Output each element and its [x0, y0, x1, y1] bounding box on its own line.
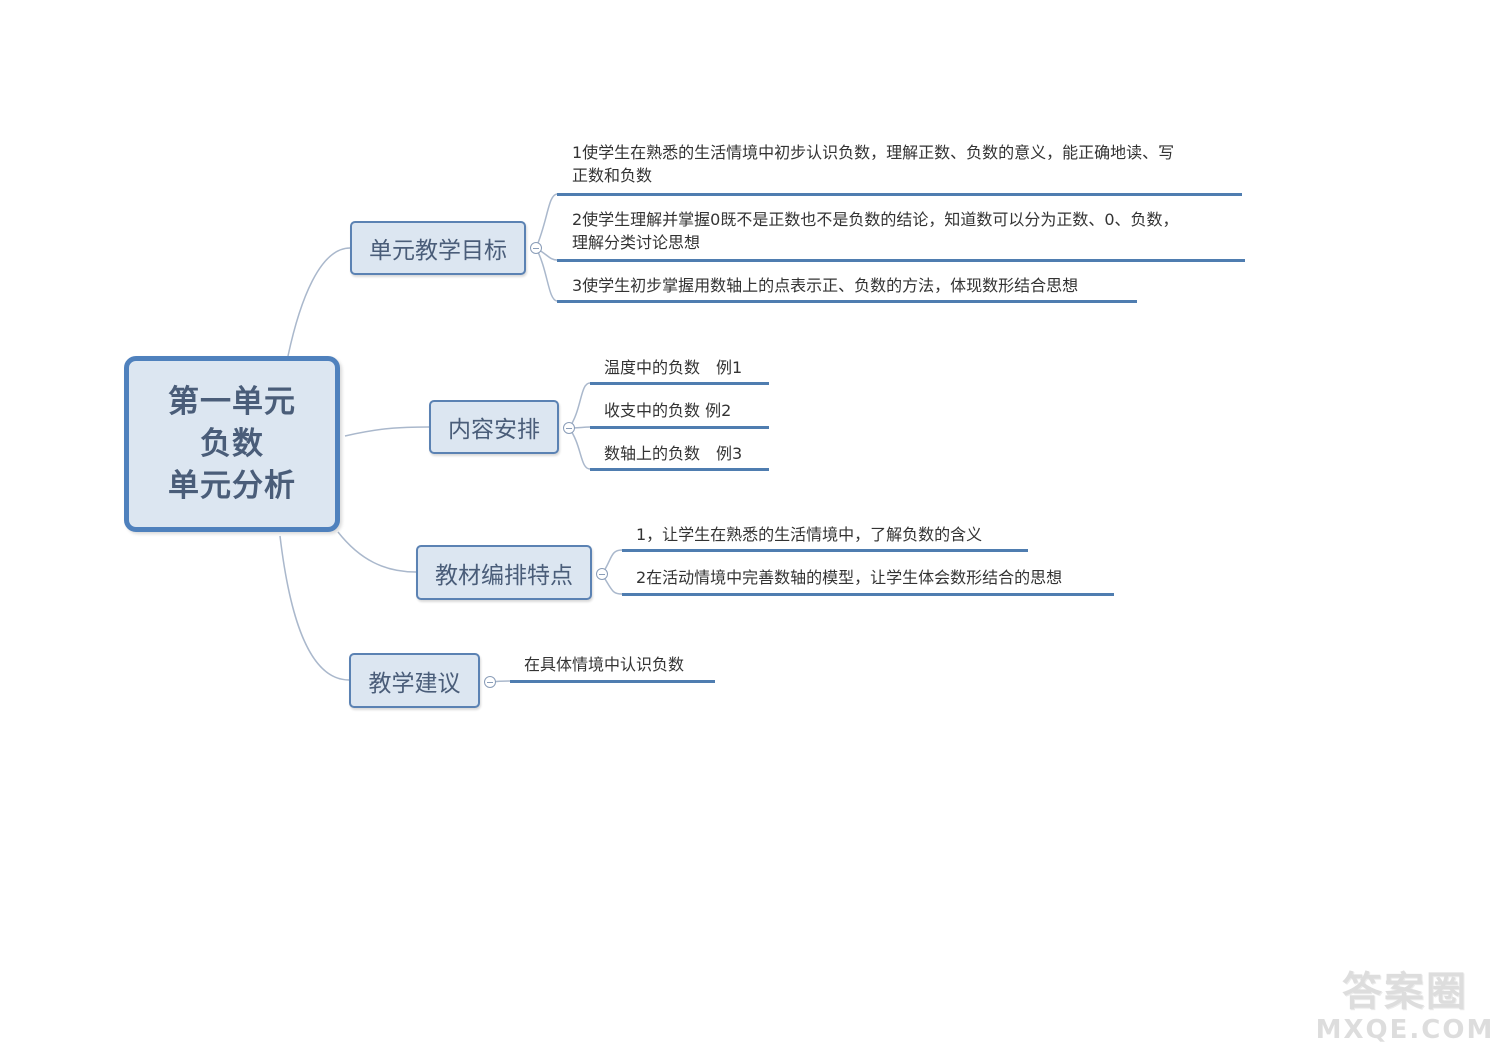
collapse-toggle-teaching-goals[interactable] [530, 242, 542, 254]
collapse-toggle-content-arrangement[interactable] [563, 422, 575, 434]
root-title-line-3: 单元分析 [168, 468, 296, 504]
watermark-top-text: 答案圈 [1342, 969, 1468, 1015]
content-item-3-underline [590, 468, 769, 471]
collapse-toggle-textbook-features[interactable] [596, 568, 608, 580]
feature-2-underline [622, 593, 1114, 596]
content-item-1-underline [590, 382, 769, 385]
goal-1-text-line-2: 正数和负数 [572, 166, 653, 185]
suggestion-1-text: 在具体情境中认识负数 [524, 655, 685, 674]
content-item-1-text: 温度中的负数 例1 [604, 358, 743, 377]
root-topic[interactable]: 第一单元 负数 单元分析 [124, 356, 340, 532]
connector-content-to-item-1 [568, 382, 591, 429]
connector-root-to-teaching-suggestions [279, 535, 350, 681]
root-title-line-2: 负数 [200, 426, 264, 462]
goal-2-text-line-2: 理解分类讨论思想 [572, 233, 701, 252]
branch-teaching-suggestions[interactable]: 教学建议 [349, 653, 480, 708]
goal-1-underline [557, 193, 1242, 196]
watermark-bottom-text: MXQE.COM [1315, 1015, 1495, 1045]
suggestion-1-underline [510, 680, 715, 683]
branch-teaching-goals[interactable]: 单元教学目标 [350, 221, 526, 275]
goal-3-underline [557, 300, 1137, 303]
content-item-3-text: 数轴上的负数 例3 [604, 444, 743, 463]
feature-1-underline [622, 549, 1028, 552]
connector-content-to-item-3 [568, 427, 591, 470]
connector-root-to-textbook-features [337, 531, 417, 573]
goal-3-text: 3使学生初步掌握用数轴上的点表示正、负数的方法，体现数形结合思想 [572, 276, 1079, 295]
feature-1-text: 1，让学生在熟悉的生活情境中，了解负数的含义 [636, 525, 983, 544]
goal-1-text-line-1: 1使学生在熟悉的生活情境中初步认识负数，理解正数、负数的意义，能正确地读、写 [572, 143, 1175, 162]
collapse-toggle-teaching-suggestions[interactable] [484, 676, 496, 688]
goal-2-text-line-1: 2使学生理解并掌握0既不是正数也不是负数的结论，知道数可以分为正数、0、负数， [572, 210, 1179, 229]
connector-teaching-goals-to-goal-3 [535, 247, 558, 302]
connector-root-to-teaching-goals [287, 247, 351, 357]
root-title-line-1: 第一单元 [168, 384, 296, 420]
content-item-2-text: 收支中的负数 例2 [604, 401, 732, 420]
goal-2-underline [557, 259, 1245, 262]
content-item-2-underline [590, 426, 769, 429]
watermark-logo: 答案圈 MXQE.COM [1316, 962, 1493, 1052]
branch-textbook-features[interactable]: 教材编排特点 [416, 545, 592, 600]
feature-2-text: 2在活动情境中完善数轴的模型，让学生体会数形结合的思想 [636, 568, 1063, 587]
connector-teaching-goals-to-goal-1 [535, 193, 558, 249]
branch-content-arrangement[interactable]: 内容安排 [429, 400, 559, 454]
connector-root-to-content-arrangement [344, 426, 430, 437]
